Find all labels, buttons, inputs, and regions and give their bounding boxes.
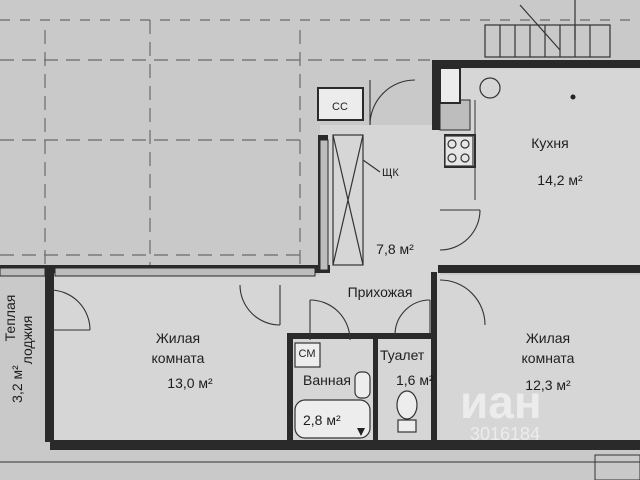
stair bbox=[484, 0, 611, 58]
watermark-brand: иан bbox=[460, 376, 542, 428]
hall-area: 7,8 м² bbox=[376, 241, 414, 257]
shaft bbox=[332, 134, 381, 266]
door-swings bbox=[49, 79, 486, 341]
bottom-edge bbox=[0, 454, 640, 480]
kitchen-area: 14,2 м² bbox=[537, 172, 583, 188]
living-right-name-line1: Жилая bbox=[526, 330, 570, 346]
living-right-name-line2: комната bbox=[522, 350, 575, 366]
toilet-area: 1,6 м² bbox=[396, 372, 434, 388]
kitchen-column bbox=[479, 77, 501, 99]
bathroom-name: Ванная bbox=[303, 372, 351, 388]
living-right-area: 12,3 м² bbox=[525, 377, 571, 393]
watermark-code: 3016184 bbox=[470, 424, 540, 444]
living-left-name-line1: Жилая bbox=[156, 330, 200, 346]
sm-label: СМ bbox=[299, 348, 316, 360]
hall-fill bbox=[320, 125, 440, 275]
loggia-name-line2: лоджия bbox=[19, 316, 35, 365]
hall-name: Прихожая bbox=[348, 284, 413, 300]
bathroom-fixtures bbox=[294, 342, 371, 439]
toilet-name: Туалет bbox=[380, 347, 425, 363]
kitchen-stove bbox=[444, 135, 474, 167]
kitchen-name: Кухня bbox=[531, 135, 568, 151]
kitchen-riser-dot bbox=[570, 94, 576, 100]
cc-label: СС bbox=[332, 101, 348, 113]
toilet-fixture bbox=[396, 390, 418, 433]
shk-label: ЩК bbox=[382, 167, 399, 179]
living-left-area: 13,0 м² bbox=[167, 375, 213, 391]
loggia-area: 3,2 м² bbox=[9, 365, 25, 403]
living-left-name-line2: комната bbox=[152, 350, 205, 366]
bath-drain-marker bbox=[357, 428, 365, 436]
construction-grid bbox=[0, 19, 640, 265]
loggia-name-line1: Теплая bbox=[2, 295, 18, 342]
bathroom-area: 2,8 м² bbox=[303, 412, 341, 428]
